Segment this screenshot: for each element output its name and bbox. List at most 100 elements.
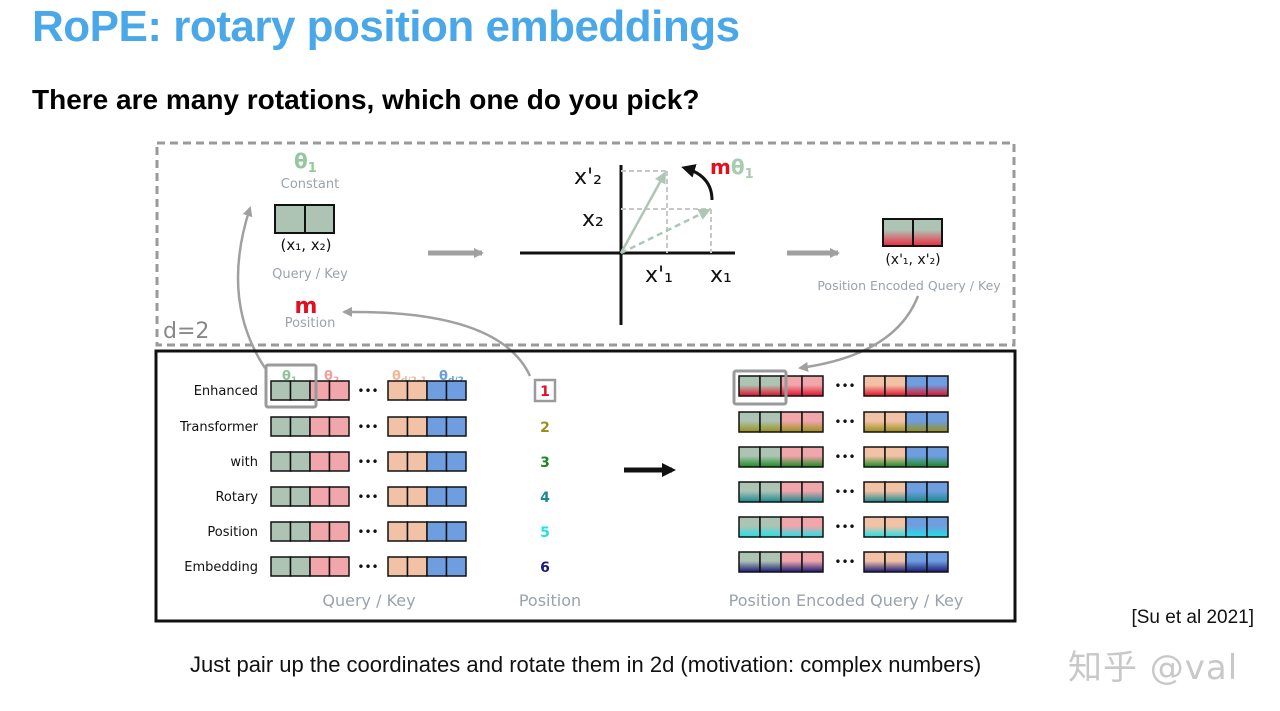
- query-key-cell: [270, 486, 292, 507]
- citation: [Su et al 2021]: [1131, 607, 1254, 628]
- query-key-cell: [289, 380, 311, 401]
- slide-subtitle: There are many rotations, which one do y…: [32, 84, 700, 115]
- original-vector: [620, 208, 711, 255]
- input-caption: Query / Key: [272, 267, 348, 282]
- encoded-cell: [905, 551, 928, 573]
- encoded-cell: [863, 516, 886, 538]
- theta1-highlight-box: [264, 363, 318, 409]
- encoded-highlight-box: [732, 369, 788, 406]
- encoded-cell: [905, 411, 928, 433]
- encoded-cell: [884, 481, 907, 503]
- arrow-position-to-m: [342, 306, 532, 377]
- output-cell-x1: [882, 218, 914, 247]
- query-key-cell: [309, 451, 331, 472]
- output-cell-x2: [912, 218, 943, 247]
- encoded-cell: [884, 551, 907, 573]
- encoded-cell: [738, 375, 761, 397]
- query-key-cell: [387, 521, 409, 542]
- query-key-cell: [445, 451, 467, 472]
- encoded-cell: [926, 516, 949, 538]
- query-key-cell: [406, 451, 428, 472]
- encoded-cell: [738, 446, 761, 468]
- query-key-cell: [289, 556, 311, 577]
- query-key-cell: [387, 380, 409, 401]
- token-label: with: [230, 455, 258, 470]
- query-key-cell: [309, 486, 331, 507]
- query-key-cell: [387, 416, 409, 437]
- encoded-cell: [905, 446, 928, 468]
- query-key-cell: [406, 521, 428, 542]
- encoded-cell: [926, 411, 949, 433]
- ellipsis: •••: [834, 520, 855, 534]
- encoded-cell: [738, 481, 761, 503]
- encoded-cell: [905, 375, 928, 397]
- encoded-cell: [926, 481, 949, 503]
- position-number: 5: [540, 525, 550, 541]
- position-symbol: m: [295, 294, 318, 319]
- encoded-cell: [738, 411, 761, 433]
- ellipsis: •••: [834, 555, 855, 569]
- encoded-cell: [759, 375, 782, 397]
- encoded-cell: [905, 516, 928, 538]
- encoded-caption: Position Encoded Query / Key: [729, 591, 964, 610]
- ellipsis: •••: [357, 420, 378, 434]
- encoded-cell: [738, 551, 761, 573]
- axis-label-x1: x₁: [710, 263, 732, 288]
- token-label: Enhanced: [194, 384, 258, 399]
- ellipsis: •••: [834, 379, 855, 393]
- query-key-cell: [426, 451, 448, 472]
- query-key-cell: [445, 556, 467, 577]
- query-key-cell: [445, 486, 467, 507]
- encoded-cell: [759, 481, 782, 503]
- query-key-cell: [426, 556, 448, 577]
- axis-label-x2: x₂: [582, 207, 604, 232]
- query-key-cell: [426, 486, 448, 507]
- arrow-output-to-encoded: [798, 295, 920, 372]
- encoded-cell: [926, 446, 949, 468]
- ellipsis: •••: [357, 525, 378, 539]
- encoded-cell: [801, 411, 824, 433]
- encoded-cell: [884, 375, 907, 397]
- rotation-angle-label: mθ1: [710, 155, 754, 182]
- position-caption: Position: [285, 316, 336, 331]
- encoded-cell: [759, 446, 782, 468]
- query-key-cell: [270, 556, 292, 577]
- token-label: Transformer: [179, 420, 259, 435]
- query-key-cell: [387, 451, 409, 472]
- query-key-cell: [289, 486, 311, 507]
- encoded-cell: [801, 481, 824, 503]
- token-label: Embedding: [184, 560, 258, 575]
- top-panel-frame: [155, 141, 1016, 347]
- query-key-cell: [426, 521, 448, 542]
- query-key-cell: [309, 521, 331, 542]
- encoded-cell: [780, 481, 803, 503]
- query-key-cell: [328, 521, 350, 542]
- query-key-cell: [445, 416, 467, 437]
- query-key-cell: [406, 556, 428, 577]
- encoded-cell: [780, 551, 803, 573]
- query-key-cell: [426, 380, 448, 401]
- query-key-cell: [289, 451, 311, 472]
- query-key-cell: [309, 380, 331, 401]
- output-pair-label: (x'₁, x'₂): [885, 252, 940, 268]
- query-key-cell: [328, 451, 350, 472]
- query-key-cell: [270, 416, 292, 437]
- query-key-caption: Query / Key: [322, 591, 415, 610]
- encoded-cell: [926, 375, 949, 397]
- token-rows: Enhanced•••1Transformer•••2with•••3Rotar…: [179, 378, 557, 577]
- encoded-cell: [759, 551, 782, 573]
- ellipsis: •••: [834, 450, 855, 464]
- encoded-cell: [801, 446, 824, 468]
- query-key-cell: [387, 556, 409, 577]
- encoded-cell: [905, 481, 928, 503]
- encoded-cell: [780, 516, 803, 538]
- constant-label: Constant: [281, 177, 339, 192]
- encoded-cell: [738, 516, 761, 538]
- encoded-cell: [759, 411, 782, 433]
- query-key-cell: [445, 380, 467, 401]
- encoded-rows: ••••••••••••••••••: [738, 375, 949, 573]
- ellipsis: •••: [357, 455, 378, 469]
- query-key-cell: [406, 486, 428, 507]
- position-number: 1: [540, 384, 550, 400]
